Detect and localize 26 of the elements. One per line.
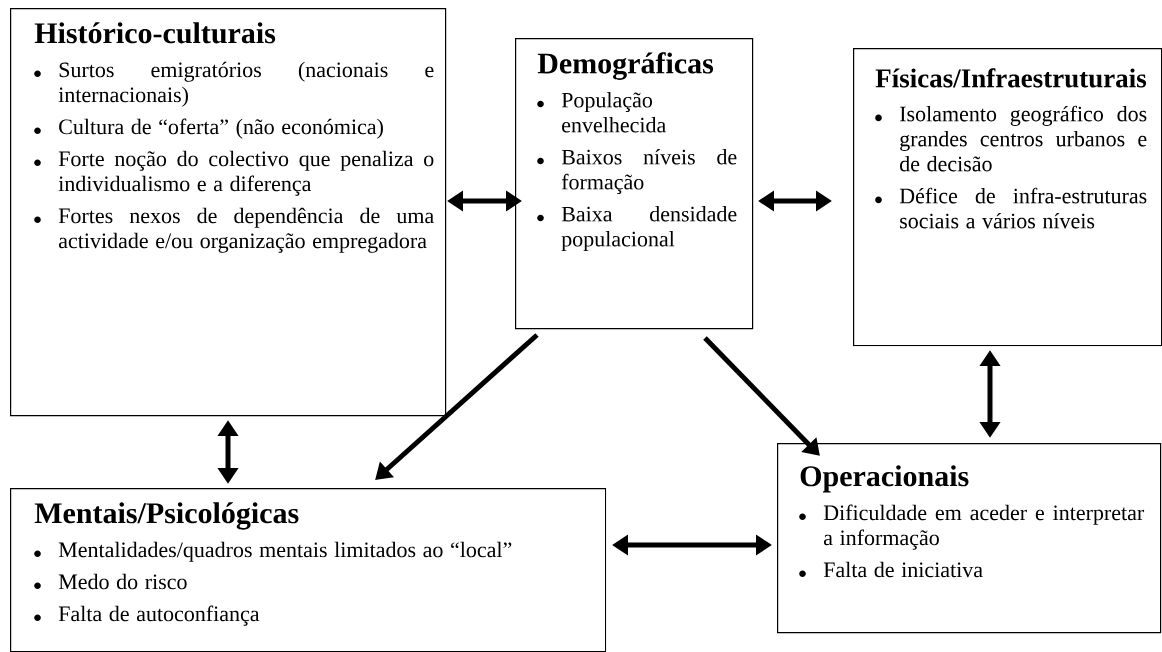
category-box: [515, 38, 754, 330]
list-item: População envelhecida: [537, 92, 666, 133]
list-item: Cultura de “oferta” (não económica): [34, 118, 383, 139]
arrow: [703, 336, 820, 456]
heading: Histórico-culturais: [34, 22, 276, 44]
heading: Mentais/Psicológicas: [34, 502, 299, 530]
heading: Operacionais: [800, 465, 969, 493]
list-item: Forte noção do colectivo que penaliza o individualismo e a diferença: [34, 150, 434, 196]
list-item: Isolamento geográfico dos grandes centros urbanos e de decisão: [875, 105, 1147, 172]
heading: Físicas/Infraestruturais: [875, 68, 1147, 88]
list-item: Falta de iniciativa: [799, 561, 983, 578]
list-item: Dificuldade em aceder e interpretar a informação: [799, 504, 1145, 550]
list-item: Falta de autoconfiança: [34, 605, 260, 626]
category-box: [777, 443, 1162, 634]
list-item: Défice de infra-estruturas sociais a vários níveis: [875, 187, 1147, 229]
arrow: [375, 333, 539, 480]
category-box: [10, 488, 607, 652]
list-item: Baixa densidade populacional: [537, 206, 737, 251]
list-item: Baixos níveis de formação: [537, 149, 737, 194]
list-item: Surtos emigratórios (nacionais e internacionais): [34, 61, 434, 107]
list-item: Medo do risco: [34, 573, 187, 590]
heading: Demográficas: [537, 52, 714, 80]
category-box: [853, 48, 1162, 347]
category-box: [10, 8, 447, 417]
list-item: Mentalidades/quadros mentais limitados ao “local”: [34, 541, 512, 562]
list-item: Fortes nexos de dependência de uma actividade e/ou organização empregadora: [34, 207, 434, 253]
